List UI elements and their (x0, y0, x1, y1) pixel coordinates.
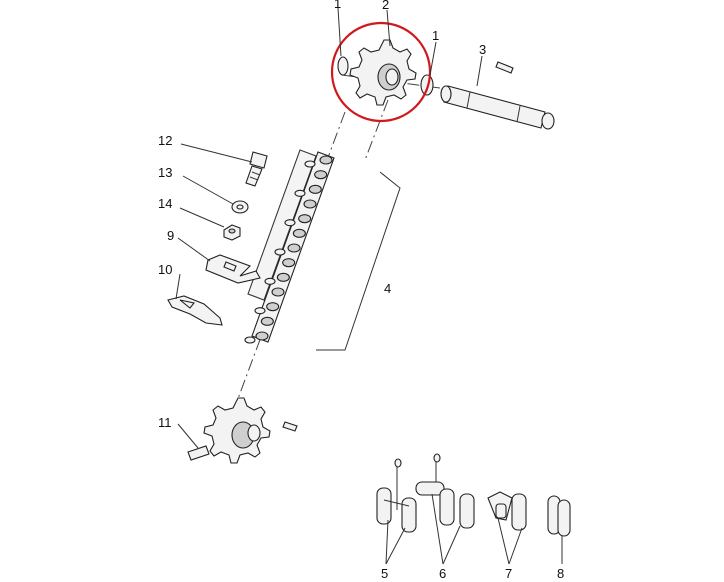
chain-roller (260, 316, 274, 326)
callout-1-left: 1 (334, 0, 341, 11)
chain-roller (292, 228, 306, 238)
snap-ring-right (420, 74, 434, 96)
chain-side-plate (254, 307, 266, 315)
assembly-centerlines (232, 74, 441, 413)
chain-side-plate (284, 219, 296, 227)
callout-6: 6 (439, 566, 446, 581)
callout-12: 12 (158, 133, 172, 148)
bracket-4 (316, 171, 401, 351)
callout-7: 7 (505, 566, 512, 581)
chain-roller (282, 258, 296, 268)
bracket-plate (167, 295, 223, 326)
callout-13: 13 (158, 165, 172, 180)
leader-lines (175, 7, 563, 565)
bolt (245, 151, 268, 187)
washer (231, 200, 249, 214)
chain-side-plate (294, 189, 306, 197)
drive-shaft (440, 61, 555, 130)
chain-roller (287, 243, 301, 253)
pin (187, 445, 210, 461)
guide-plate (205, 254, 261, 284)
callout-9: 9 (167, 228, 174, 243)
upper-sprocket (349, 39, 417, 106)
callout-3: 3 (479, 42, 486, 57)
chain-side-plate (264, 277, 276, 285)
chain-roller (298, 214, 312, 224)
chain-roller (314, 170, 328, 180)
chain-side-plate (304, 160, 316, 168)
nut (223, 224, 241, 241)
chain-roller (271, 287, 285, 297)
chain-side-plate (274, 248, 286, 256)
master-link-5 (376, 458, 417, 533)
connecting-link-8 (547, 495, 571, 537)
callout-4: 4 (384, 281, 391, 296)
callout-11: 11 (158, 415, 172, 430)
roller-chain (244, 149, 335, 344)
callout-5: 5 (381, 566, 388, 581)
chain-side-plate (244, 336, 256, 344)
lower-sprocket (203, 397, 298, 464)
callout-10: 10 (158, 262, 172, 277)
offset-link-6 (415, 453, 475, 529)
offset-link-7 (487, 491, 527, 531)
chain-roller (308, 184, 322, 194)
chain-roller (276, 272, 290, 282)
callout-1-right: 1 (432, 28, 439, 43)
chain-roller (266, 302, 280, 312)
callout-14: 14 (158, 196, 172, 211)
highlight-circle (330, 21, 432, 123)
chain-roller (319, 155, 333, 165)
snap-ring-left (337, 56, 349, 76)
callout-2: 2 (382, 0, 389, 12)
callout-8: 8 (557, 566, 564, 581)
chain-roller (255, 331, 269, 341)
chain-roller (303, 199, 317, 209)
